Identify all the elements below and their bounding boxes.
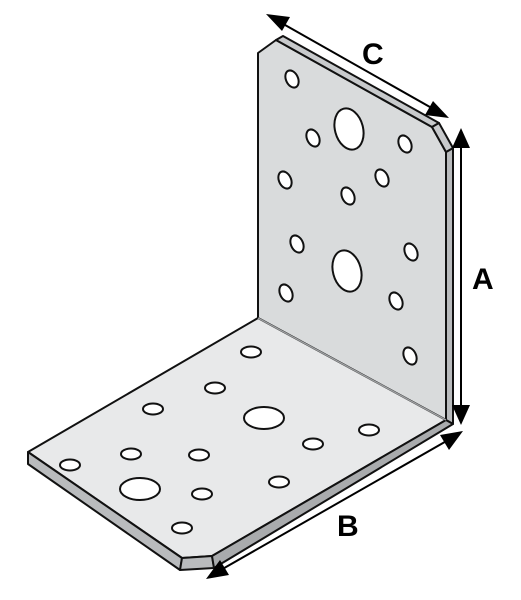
dimension-b bbox=[206, 431, 463, 579]
hole bbox=[388, 291, 404, 311]
hole bbox=[204, 381, 226, 395]
hole bbox=[402, 346, 418, 366]
large-hole bbox=[333, 107, 365, 151]
vertical-leg-holes bbox=[277, 69, 419, 366]
hole bbox=[59, 458, 81, 472]
horizontal-leg-corner-edge bbox=[179, 555, 215, 571]
hole bbox=[397, 134, 413, 154]
hole bbox=[278, 283, 294, 303]
hole bbox=[171, 521, 193, 535]
horizontal-leg-right-edge bbox=[211, 419, 454, 569]
hole bbox=[284, 69, 300, 89]
large-hole bbox=[243, 406, 285, 430]
large-hole bbox=[119, 477, 161, 501]
hole bbox=[340, 186, 356, 206]
dimension-c-label: C bbox=[362, 38, 384, 71]
hole bbox=[142, 402, 164, 416]
dimension-b-arrowhead-end bbox=[440, 431, 463, 450]
dimension-a-arrowhead-top bbox=[452, 128, 470, 148]
dimension-a bbox=[452, 128, 470, 425]
dimension-b-arrowhead-start bbox=[206, 560, 229, 579]
hole bbox=[268, 475, 290, 489]
hole bbox=[358, 423, 380, 437]
hole bbox=[240, 345, 262, 359]
bend-line bbox=[257, 317, 447, 421]
dimension-c bbox=[266, 14, 449, 118]
vertical-leg-edge bbox=[445, 147, 454, 425]
dimension-a-arrowhead-bottom bbox=[452, 405, 470, 425]
hole bbox=[277, 170, 293, 190]
dimension-b-line bbox=[218, 438, 451, 572]
hole bbox=[289, 234, 305, 254]
hole bbox=[403, 242, 419, 262]
hole bbox=[374, 168, 390, 188]
hole bbox=[302, 437, 324, 451]
dimension-a-label: A bbox=[472, 263, 494, 296]
dimension-c-arrowhead-end bbox=[425, 101, 449, 118]
large-hole bbox=[331, 249, 363, 293]
dimension-b-label: B bbox=[337, 510, 359, 543]
hole bbox=[305, 128, 321, 148]
hole bbox=[120, 447, 142, 461]
dimension-c-arrowhead-start bbox=[266, 14, 290, 31]
dimension-c-line bbox=[277, 20, 438, 112]
horizontal-leg-holes bbox=[59, 345, 380, 535]
hole bbox=[191, 487, 213, 501]
hole bbox=[188, 448, 210, 462]
